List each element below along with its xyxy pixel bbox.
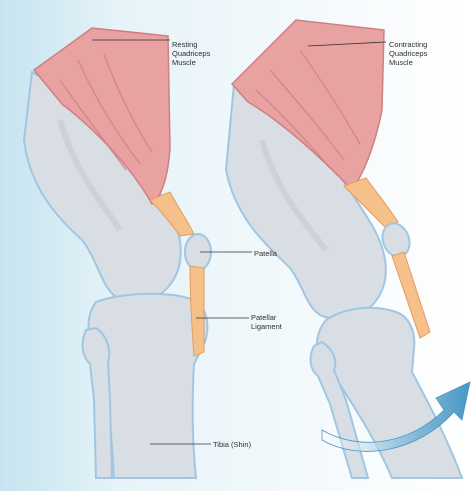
label-line: Ligament: [251, 322, 282, 331]
label-line: Muscle: [172, 58, 210, 67]
contracting-quadriceps-label: Contracting Quadriceps Muscle: [389, 40, 427, 67]
resting-quadriceps-label: Resting Quadriceps Muscle: [172, 40, 210, 67]
label-line: Muscle: [389, 58, 427, 67]
tibia-label: Tibia (Shin): [213, 440, 251, 449]
patellar-ligament-label: Patellar Ligament: [251, 313, 282, 331]
patella-label: Patella: [254, 249, 277, 258]
label-line: Resting: [172, 40, 210, 49]
label-line: Contracting: [389, 40, 427, 49]
label-line: Quadriceps: [389, 49, 427, 58]
label-line: Patellar: [251, 313, 282, 322]
label-line: Quadriceps: [172, 49, 210, 58]
